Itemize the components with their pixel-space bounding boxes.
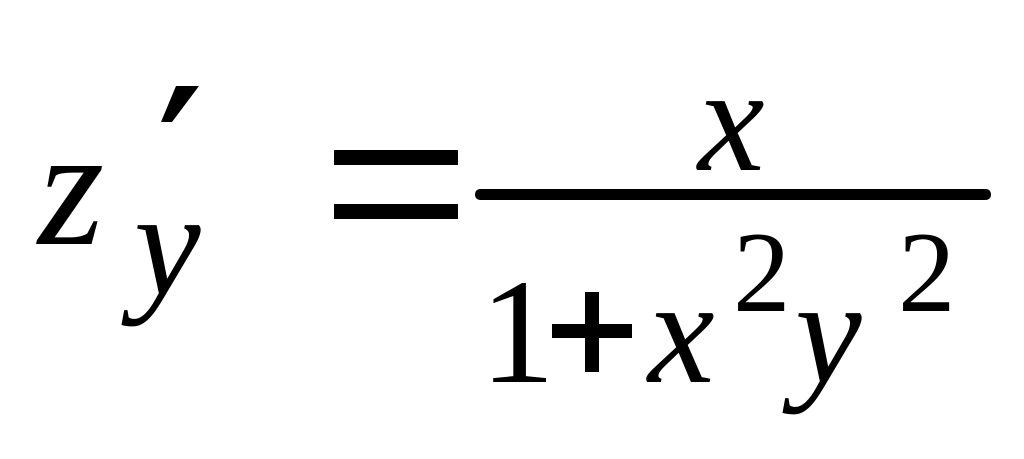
equals-bar-top <box>334 150 458 165</box>
equals-bar-bottom <box>334 204 458 219</box>
y-exponent: 2 <box>898 209 956 336</box>
plus-vertical <box>585 292 599 372</box>
denominator-one: 1 <box>480 249 555 415</box>
denominator-x: x <box>646 249 715 415</box>
x-exponent: 2 <box>733 209 791 336</box>
numerator-x: x <box>696 37 765 203</box>
denominator-y: y <box>782 249 862 415</box>
lhs-subscript-y: y <box>121 161 201 327</box>
prime-mark <box>161 86 199 122</box>
fraction-bar <box>475 189 991 200</box>
lhs-base-z: z <box>36 93 104 281</box>
